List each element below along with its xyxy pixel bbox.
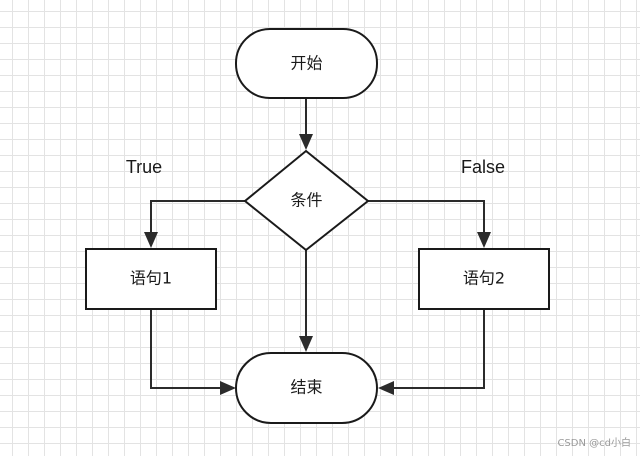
- edge-statement2-to-end: [392, 309, 485, 389]
- arrowhead-condition-to-statement1: [144, 232, 158, 248]
- statement1-node: 语句1: [85, 248, 217, 310]
- statement2-node-shape: [418, 248, 550, 310]
- statement2-node: 语句2: [418, 248, 550, 310]
- arrowhead-condition-to-statement2: [477, 232, 491, 248]
- arrowhead-statement1-to-end: [220, 381, 236, 395]
- end-node-shape: [235, 352, 378, 424]
- arrowhead-start-to-condition: [299, 134, 313, 150]
- condition-node-label: 条件: [290, 191, 322, 210]
- edge-condition-to-statement2: [368, 200, 485, 234]
- true-branch-label: True: [126, 157, 162, 177]
- watermark-text: CSDN @cd小白: [557, 436, 631, 449]
- false-branch-label: False: [461, 157, 505, 177]
- start-node-label: 开始: [290, 54, 322, 73]
- end-node: 结束: [235, 352, 378, 424]
- end-node-label: 结束: [290, 378, 322, 397]
- condition-node: 条件: [243, 149, 370, 252]
- statement2-node-label: 语句2: [463, 269, 505, 288]
- start-node: 开始: [235, 28, 378, 99]
- arrowhead-statement2-to-end: [378, 381, 394, 395]
- statement1-node-shape: [85, 248, 217, 310]
- condition-node-shape: [243, 149, 370, 252]
- statement1-node-label: 语句1: [130, 269, 172, 288]
- arrowhead-condition-to-end: [299, 336, 313, 352]
- edge-statement1-to-end: [150, 309, 222, 389]
- edges: [144, 98, 491, 395]
- edge-condition-to-statement1: [150, 200, 245, 234]
- start-node-shape: [235, 28, 378, 99]
